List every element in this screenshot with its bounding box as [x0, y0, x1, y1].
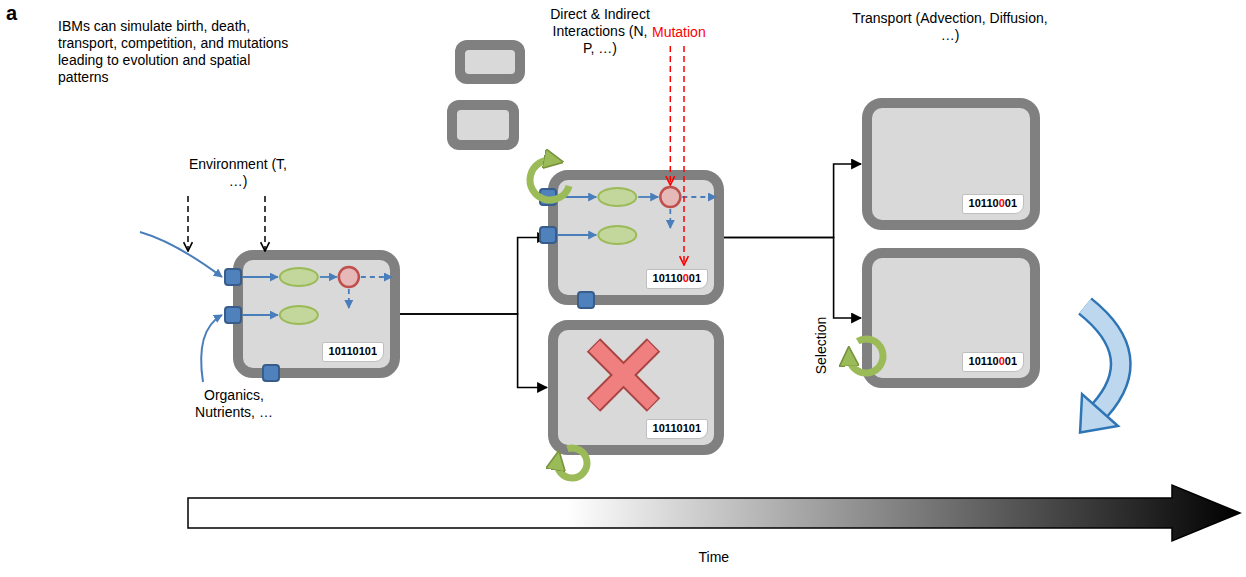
enzyme-symbol: [280, 268, 318, 286]
death-cross: [594, 345, 654, 405]
death-cross: [594, 345, 654, 405]
interaction-arrow: [530, 160, 569, 200]
transport-arrow: [1085, 306, 1121, 410]
pathway-arrow: [320, 276, 337, 278]
pathway-arrow: [242, 276, 278, 278]
death-cross: [594, 346, 652, 404]
pathway-arrow: [242, 314, 278, 316]
panel-letter: a: [6, 1, 26, 25]
transport-arrow: [1085, 306, 1121, 410]
lineage-arrow: [724, 164, 861, 238]
lineage-arrow: [724, 238, 861, 319]
enzyme-symbol: [598, 188, 636, 206]
time-label: Time: [699, 549, 730, 566]
cell-box: 10110001: [548, 170, 724, 305]
genome-string: 10110001: [646, 269, 708, 289]
uptake-arrow: [140, 232, 222, 277]
small-cell: [447, 100, 519, 150]
death-cross: [594, 346, 652, 404]
pathway-arrow: [638, 196, 658, 198]
organics-label: Organics, Nutrients, …: [179, 387, 289, 421]
selection-label: Selection: [813, 316, 830, 374]
environment-arrow: [264, 196, 266, 251]
genome-string: 10110001: [962, 352, 1024, 372]
interactions-label: Direct & Indirect Interactions (N, P, …): [548, 6, 652, 57]
mutation-label: Mutation: [652, 24, 706, 41]
pathway-arrow: [557, 234, 596, 236]
metabolite-symbol: [339, 267, 359, 287]
environment-label: Environment (T, …): [183, 156, 293, 190]
cell-box: 10110101: [548, 320, 724, 455]
enzyme-symbol: [598, 226, 636, 244]
mutation-arrow: [683, 46, 685, 265]
genome-string: 10110001: [962, 194, 1024, 214]
metabolite-symbol: [660, 187, 680, 207]
interaction-arrow: [849, 339, 883, 373]
pathway-arrow: [348, 289, 350, 308]
lineage-arrow: [400, 238, 547, 315]
transporter-symbol: [225, 307, 241, 323]
lineage-arrow: [400, 314, 547, 388]
cell-box: 10110001: [862, 98, 1040, 230]
environment-arrow: [187, 196, 189, 251]
transport-arrow: [1080, 394, 1118, 432]
transporter-symbol: [263, 365, 279, 381]
interaction-arrow: [557, 448, 587, 478]
intro-note: IBMs can simulate birth, death, transpor…: [58, 18, 294, 86]
cell-box: 10110001: [862, 248, 1040, 388]
pathway-arrow: [669, 209, 671, 228]
transporter-symbol: [225, 269, 241, 285]
time-arrow: [188, 485, 1240, 541]
enzyme-symbol: [280, 306, 318, 324]
transport-label: Transport (Advection, Diffusion, …): [850, 10, 1050, 44]
pathway-arrow: [682, 196, 716, 198]
genome-string: 10110101: [322, 342, 384, 362]
transporter-symbol: [540, 227, 556, 243]
mutation-arrow: [670, 46, 672, 185]
small-cell: [455, 40, 525, 84]
uptake-arrow: [201, 315, 222, 382]
genome-string: 10110101: [646, 419, 708, 439]
transporter-symbol: [578, 292, 594, 308]
cell-box: 10110101: [233, 250, 400, 378]
pathway-arrow: [361, 276, 392, 278]
